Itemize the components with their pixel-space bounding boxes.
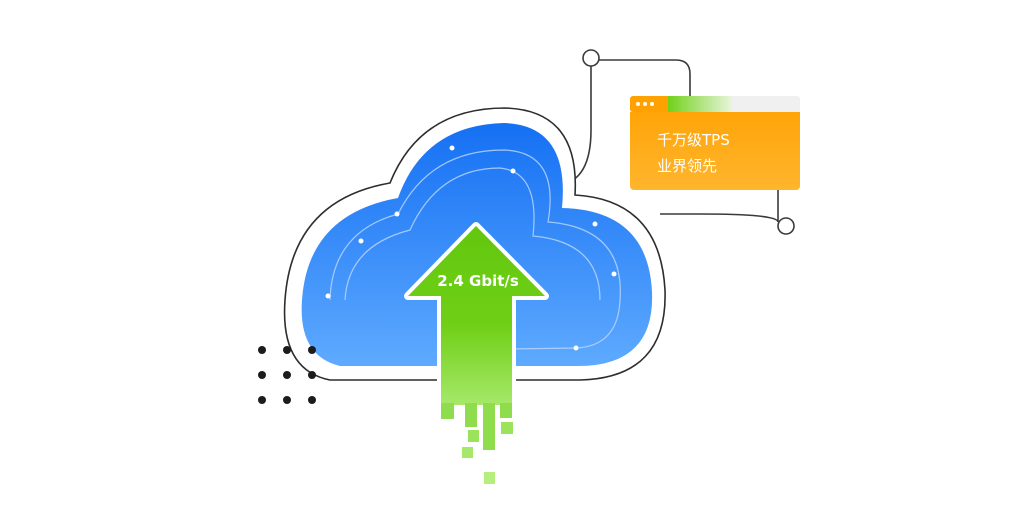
upload-arrow-icon	[404, 222, 549, 409]
arrow-pixel-trail	[441, 403, 513, 484]
dot-grid	[258, 346, 316, 404]
arrow-speed-label: 2.4 Gbit/s	[437, 272, 519, 290]
cloud-orbit-lines	[329, 149, 621, 351]
card-line-2: 业界领先	[657, 157, 717, 175]
card-line-1: 千万级TPS	[657, 131, 730, 149]
window-dots-icon	[636, 102, 654, 106]
cloud-sparkles	[325, 145, 617, 351]
tps-card: 千万级TPS 业界领先	[630, 96, 800, 190]
